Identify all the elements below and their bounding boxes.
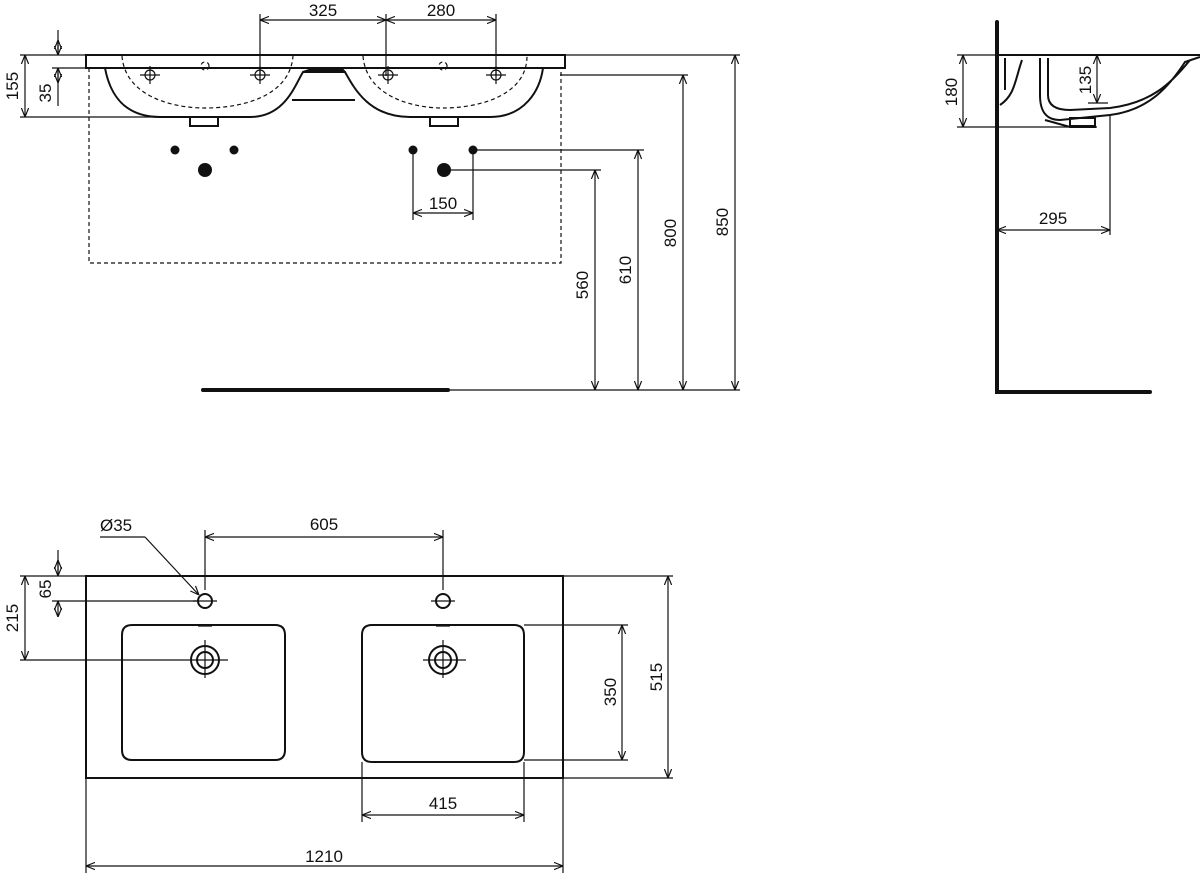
dim-1210: 1210 [305, 847, 343, 866]
dim-diameter-35: Ø35 [100, 516, 132, 535]
top-view: 605 Ø35 65 215 350 515 415 1210 [3, 515, 673, 873]
dim-155: 155 [3, 72, 22, 100]
dim-150: 150 [429, 194, 457, 213]
dim-295: 295 [1039, 209, 1067, 228]
dim-35: 35 [36, 84, 55, 103]
dim-605: 605 [310, 515, 338, 534]
dim-415: 415 [429, 794, 457, 813]
dim-610: 610 [616, 256, 635, 284]
left-basin [104, 67, 544, 118]
dim-65: 65 [36, 580, 55, 599]
supply-points [170, 145, 478, 177]
wall-and-floor [995, 20, 1152, 394]
left-waste [189, 116, 219, 127]
dim-800: 800 [661, 219, 680, 247]
cabinet-outline [88, 67, 562, 264]
front-view: 325 280 155 35 150 560 610 800 850 [3, 1, 740, 392]
countertop-plan [85, 575, 564, 779]
right-waste [429, 116, 459, 127]
tap-holes [197, 593, 451, 609]
dim-515: 515 [647, 663, 666, 691]
left-bowl-plan [121, 624, 286, 761]
waste-holes [190, 645, 458, 675]
dim-135: 135 [1076, 66, 1095, 94]
basin-profile [999, 54, 1200, 128]
dim-280: 280 [427, 1, 455, 20]
dim-215: 215 [3, 604, 22, 632]
right-bowl-plan [361, 624, 525, 763]
countertop-slab [85, 54, 566, 69]
dim-850: 850 [713, 208, 732, 236]
dim-180: 180 [942, 78, 961, 106]
center-bridge [292, 69, 355, 101]
dim-325: 325 [309, 1, 337, 20]
side-view: 180 135 295 [942, 20, 1200, 394]
dim-350: 350 [601, 678, 620, 706]
dim-560: 560 [573, 271, 592, 299]
